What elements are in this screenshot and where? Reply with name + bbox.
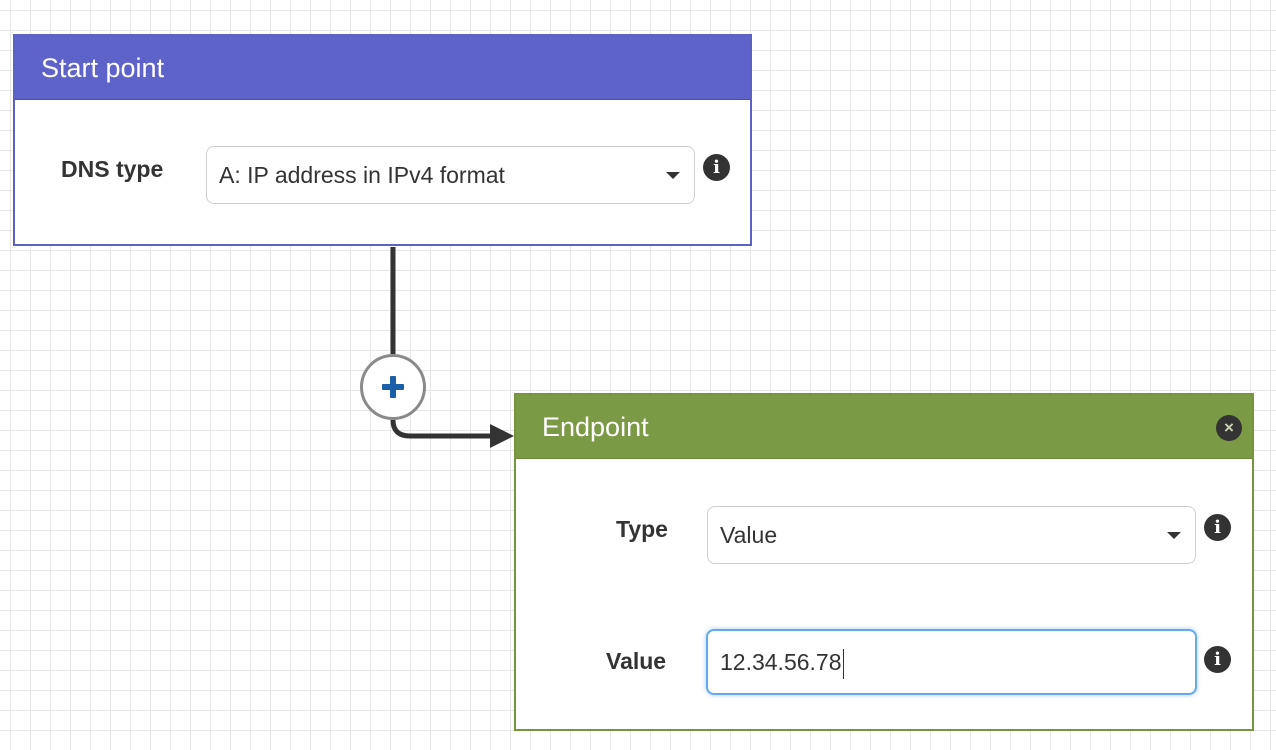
endpoint-value-text: 12.34.56.78: [720, 649, 842, 675]
close-icon[interactable]: ×: [1216, 415, 1242, 441]
connector-segment-bottom: [390, 419, 492, 439]
endpoint-value-label: Value: [606, 648, 667, 674]
info-icon[interactable]: i: [1204, 514, 1231, 541]
chevron-down-icon: [666, 172, 680, 179]
start-point-title: Start point: [41, 53, 165, 83]
endpoint-type-label: Type: [616, 516, 668, 542]
dns-type-selected-value: A: IP address in IPv4 format: [219, 162, 505, 188]
info-icon[interactable]: i: [1204, 646, 1231, 673]
dns-type-label: DNS type: [61, 156, 164, 182]
chevron-down-icon: [1167, 532, 1181, 539]
endpoint-type-selected-value: Value: [720, 522, 778, 548]
add-step-button[interactable]: [360, 354, 426, 420]
endpoint-node[interactable]: Endpoint × Type Value i Value 12.34.56.7…: [514, 393, 1254, 731]
endpoint-header[interactable]: Endpoint ×: [516, 395, 1252, 459]
endpoint-title: Endpoint: [542, 412, 649, 442]
start-point-header[interactable]: Start point: [15, 36, 750, 100]
connector-arrowhead: [490, 424, 514, 448]
text-cursor: [842, 648, 844, 679]
start-point-node[interactable]: Start point DNS type A: IP address in IP…: [13, 34, 752, 246]
info-icon[interactable]: i: [703, 154, 730, 181]
endpoint-value-input[interactable]: 12.34.56.78: [706, 629, 1197, 695]
endpoint-type-select[interactable]: Value: [707, 506, 1196, 564]
dns-type-select[interactable]: A: IP address in IPv4 format: [206, 146, 695, 204]
plus-icon-vertical: [390, 376, 396, 398]
